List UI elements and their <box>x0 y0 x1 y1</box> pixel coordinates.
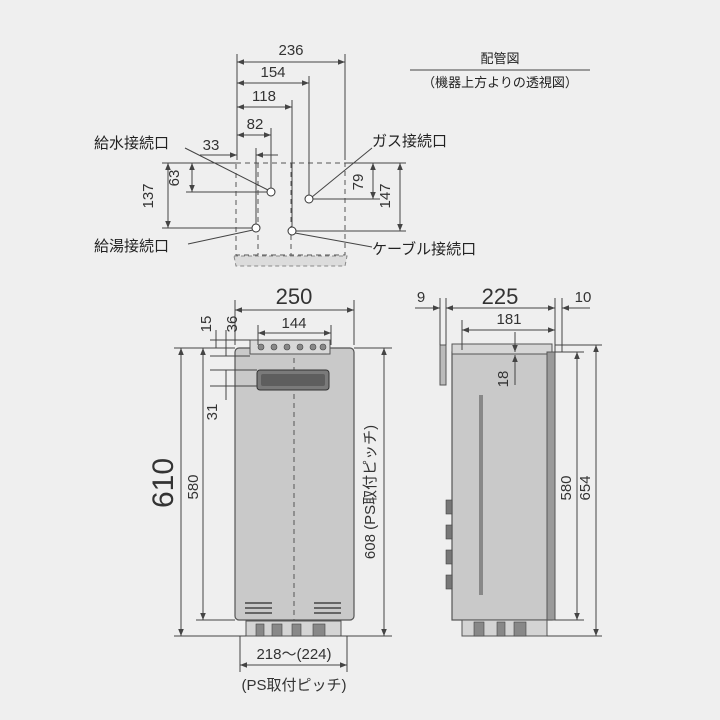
label-water-inlet: 給水接続口 <box>94 134 169 152</box>
hot-water-port <box>251 223 261 233</box>
piping-plan: 236 154 118 82 33 137 63 79 147 <box>94 42 590 267</box>
dim-33: 33 <box>203 137 220 154</box>
dim-82: 82 <box>247 116 264 133</box>
dim-front-pitch-h-note: (PS取付ピッチ) <box>241 677 346 694</box>
dim-front-height: 610 <box>147 458 180 508</box>
side-front-panel <box>546 351 556 621</box>
label-cable-inlet: ケーブル接続口 <box>372 240 476 258</box>
dim-79: 79 <box>350 174 367 191</box>
dim-147: 147 <box>377 183 394 208</box>
label-gas-inlet: ガス接続口 <box>372 132 447 150</box>
dim-side-181: 181 <box>496 311 521 328</box>
front-view: 250 144 15 36 31 610 580 608 (PS取付ピッチ) <box>147 284 392 694</box>
gas-inlet-port <box>304 194 314 204</box>
dim-137: 137 <box>140 183 157 208</box>
dim-front-144: 144 <box>281 315 306 332</box>
dim-front-36: 36 <box>224 316 241 333</box>
water-inlet-port <box>266 187 276 197</box>
side-body <box>451 351 553 621</box>
side-handle <box>479 395 483 595</box>
dim-front-width: 250 <box>276 284 313 309</box>
dim-side-654: 654 <box>577 475 594 500</box>
dim-236: 236 <box>278 42 303 59</box>
dim-front-580: 580 <box>185 474 202 499</box>
side-wall-bracket <box>439 344 447 386</box>
cable-port <box>287 226 297 236</box>
dim-front-15: 15 <box>198 316 215 333</box>
dim-side-18: 18 <box>495 371 512 388</box>
dim-front-pitch-v: 608 (PS取付ピッチ) <box>362 425 379 559</box>
dim-side-580: 580 <box>558 475 575 500</box>
dim-side-10: 10 <box>575 289 592 306</box>
dim-154: 154 <box>260 64 285 81</box>
dim-118: 118 <box>252 88 276 105</box>
dim-side-depth: 225 <box>482 284 519 309</box>
dim-front-31: 31 <box>204 404 221 421</box>
piping-subtitle: （機器上方よりの透視図） <box>422 75 578 91</box>
dim-63: 63 <box>166 170 183 187</box>
side-view: 9 225 10 181 18 580 654 <box>415 284 602 637</box>
dim-front-pitch-h: 218～(224) <box>256 646 331 663</box>
label-hot-water-outlet: 給湯接続口 <box>94 237 169 255</box>
piping-title: 配管図 <box>480 52 519 67</box>
dim-side-9: 9 <box>417 289 425 306</box>
